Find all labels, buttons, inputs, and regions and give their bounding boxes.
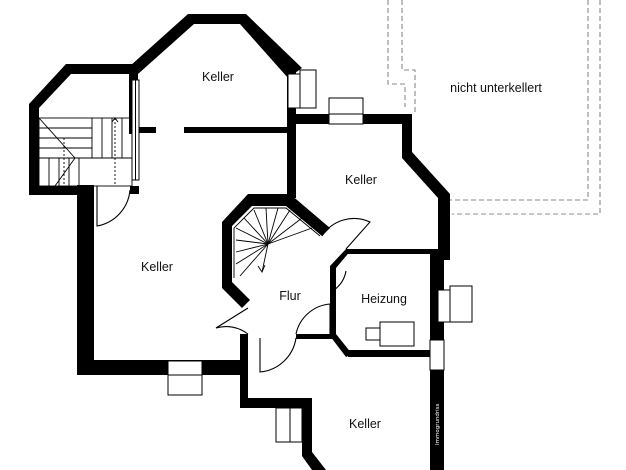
door-stair-keller xyxy=(96,186,131,227)
wall-flur-bottom xyxy=(296,334,334,339)
wall-inner-east-left xyxy=(287,126,296,198)
room-labels: Keller Keller Keller Flur Heizung Keller… xyxy=(141,70,542,431)
watermark-text: Immogrundriss xyxy=(435,403,441,445)
wall-heizung-bottom xyxy=(348,350,438,357)
wall-divider-top xyxy=(138,127,156,133)
wall-south-keller-top xyxy=(240,398,312,408)
straight-stair xyxy=(38,117,133,187)
wall-west-keller-left xyxy=(77,185,94,375)
door-flur-east xyxy=(295,303,331,335)
room-label-heizung: Heizung xyxy=(361,292,407,306)
door-flur-west xyxy=(215,307,249,335)
heating-unit xyxy=(365,321,415,347)
unexcavated-area-outline xyxy=(387,0,601,215)
windows xyxy=(131,69,473,443)
wall-spiral-stair xyxy=(222,194,330,308)
window-south-keller-west xyxy=(289,407,303,443)
spiral-stair xyxy=(233,207,321,278)
wall-east-keller-bottom xyxy=(346,249,440,254)
wall-east-keller-top xyxy=(290,114,450,260)
wall-south-keller-corner xyxy=(302,398,326,470)
door-south-keller xyxy=(259,337,297,373)
doors xyxy=(96,186,371,373)
room-label-keller-south: Keller xyxy=(349,417,381,431)
vent-squares xyxy=(432,342,441,367)
door-east-keller xyxy=(321,217,371,250)
unexcavated-label: nicht unterkellert xyxy=(450,81,542,95)
window-heizung-east xyxy=(437,289,451,323)
door-heizung-east-arc xyxy=(333,270,347,291)
wall-keller-top-roof xyxy=(130,14,302,78)
window-keller-top-east xyxy=(287,73,301,109)
wall-inner-flur-west xyxy=(240,334,248,404)
room-label-keller-east: Keller xyxy=(345,173,377,187)
window-south-keller-west-sill xyxy=(275,407,291,443)
window-west-keller-bottom xyxy=(167,360,203,376)
room-label-flur: Flur xyxy=(279,289,301,303)
window-heizung-east-sill xyxy=(449,285,473,323)
wall-stair-bottom xyxy=(29,186,85,195)
window-east-keller-top xyxy=(328,97,364,115)
wall-heizung-left xyxy=(330,249,352,357)
room-label-keller-west: Keller xyxy=(141,260,173,274)
room-label-keller-top: Keller xyxy=(202,70,234,84)
wall-divider-top-b xyxy=(184,127,290,133)
wall-west-keller-bottom xyxy=(77,360,247,375)
walls xyxy=(29,14,450,470)
window-east-keller-top-frame xyxy=(328,113,364,125)
window-keller-top-east-sill xyxy=(299,69,317,109)
window-west-keller-sill xyxy=(167,374,203,396)
wall-stair-right xyxy=(130,186,139,194)
